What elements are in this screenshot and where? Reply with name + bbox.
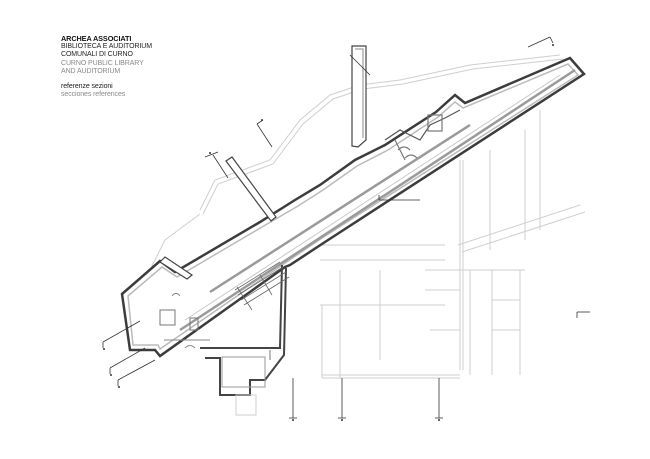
north-wall-stub [351, 45, 367, 148]
context-lines [149, 54, 586, 379]
project-title-en-2: AND AUDITORIUM [61, 67, 121, 75]
project-title-it-1: BIBLIOTECA E AUDITORIUM [61, 43, 152, 51]
firm-name: ARCHEA ASSOCIATI [61, 34, 132, 43]
south-annex [200, 264, 287, 416]
stair [234, 261, 290, 311]
service-rooms [384, 109, 461, 161]
section-marks [102, 36, 590, 419]
west-rooms [159, 293, 210, 349]
west-wall-arm [225, 156, 277, 222]
sheet-title-en: secciones references [61, 91, 126, 99]
building-walls [120, 56, 586, 358]
sw-wall-stub [159, 256, 194, 280]
project-title-en-1: CURNO PUBLIC LIBRARY [61, 59, 144, 67]
title-block: ARCHEA ASSOCIATI BIBLIOTECA E AUDITORIUM… [61, 34, 152, 99]
project-title-it-2: COMUNALI DI CURNO [61, 51, 133, 59]
section-mark-dots [103, 44, 554, 421]
sheet-title-it: referenze sezioni [61, 83, 113, 91]
